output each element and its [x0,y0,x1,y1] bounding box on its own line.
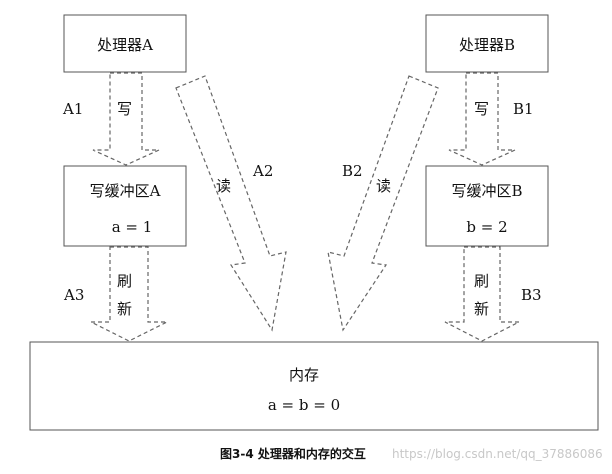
arrow-b3-action-1: 刷 [474,272,489,290]
figure-caption: 图3-4 处理器和内存的交互 [220,446,366,461]
processor-b-box [425,14,549,73]
arrow-a1-id: A1 [62,100,83,118]
write-buffer-a-value: a = 1 [112,218,153,236]
arrow-a2 [175,75,287,332]
arrow-b3-id: B3 [521,286,542,304]
memory-value: a = b = 0 [268,396,340,414]
arrow-a3-action-1: 刷 [117,272,132,290]
arrow-b2 [327,75,439,332]
write-buffer-a-title: 写缓冲区A [90,182,161,200]
write-buffer-b-value: b = 2 [466,218,507,236]
arrow-a3 [90,246,168,342]
arrow-b3 [444,246,520,342]
arrow-b1-action: 写 [474,100,489,118]
arrow-b3-action-2: 新 [474,300,489,318]
arrow-a3-id: A3 [63,286,84,304]
arrow-a1 [92,72,160,166]
write-buffer-b-box [425,165,549,247]
arrow-a2-action: 读 [216,177,231,195]
watermark-text: https://blog.csdn.net/qq_37886086 [392,447,603,461]
memory-title: 内存 [289,366,319,384]
arrow-b2-id: B2 [342,162,363,180]
processor-b-label: 处理器B [459,36,515,54]
memory-box [29,341,599,431]
arrow-b1 [448,72,516,166]
processor-a-label: 处理器A [97,36,153,54]
processor-a-box [63,14,187,73]
arrow-a1-action: 写 [117,100,132,118]
arrow-b1-id: B1 [513,100,534,118]
write-buffer-b-title: 写缓冲区B [451,182,522,200]
arrow-a3-action-2: 新 [117,300,132,318]
arrow-b2-action: 读 [376,177,391,195]
arrow-a2-id: A2 [252,162,273,180]
write-buffer-a-box [63,165,187,247]
